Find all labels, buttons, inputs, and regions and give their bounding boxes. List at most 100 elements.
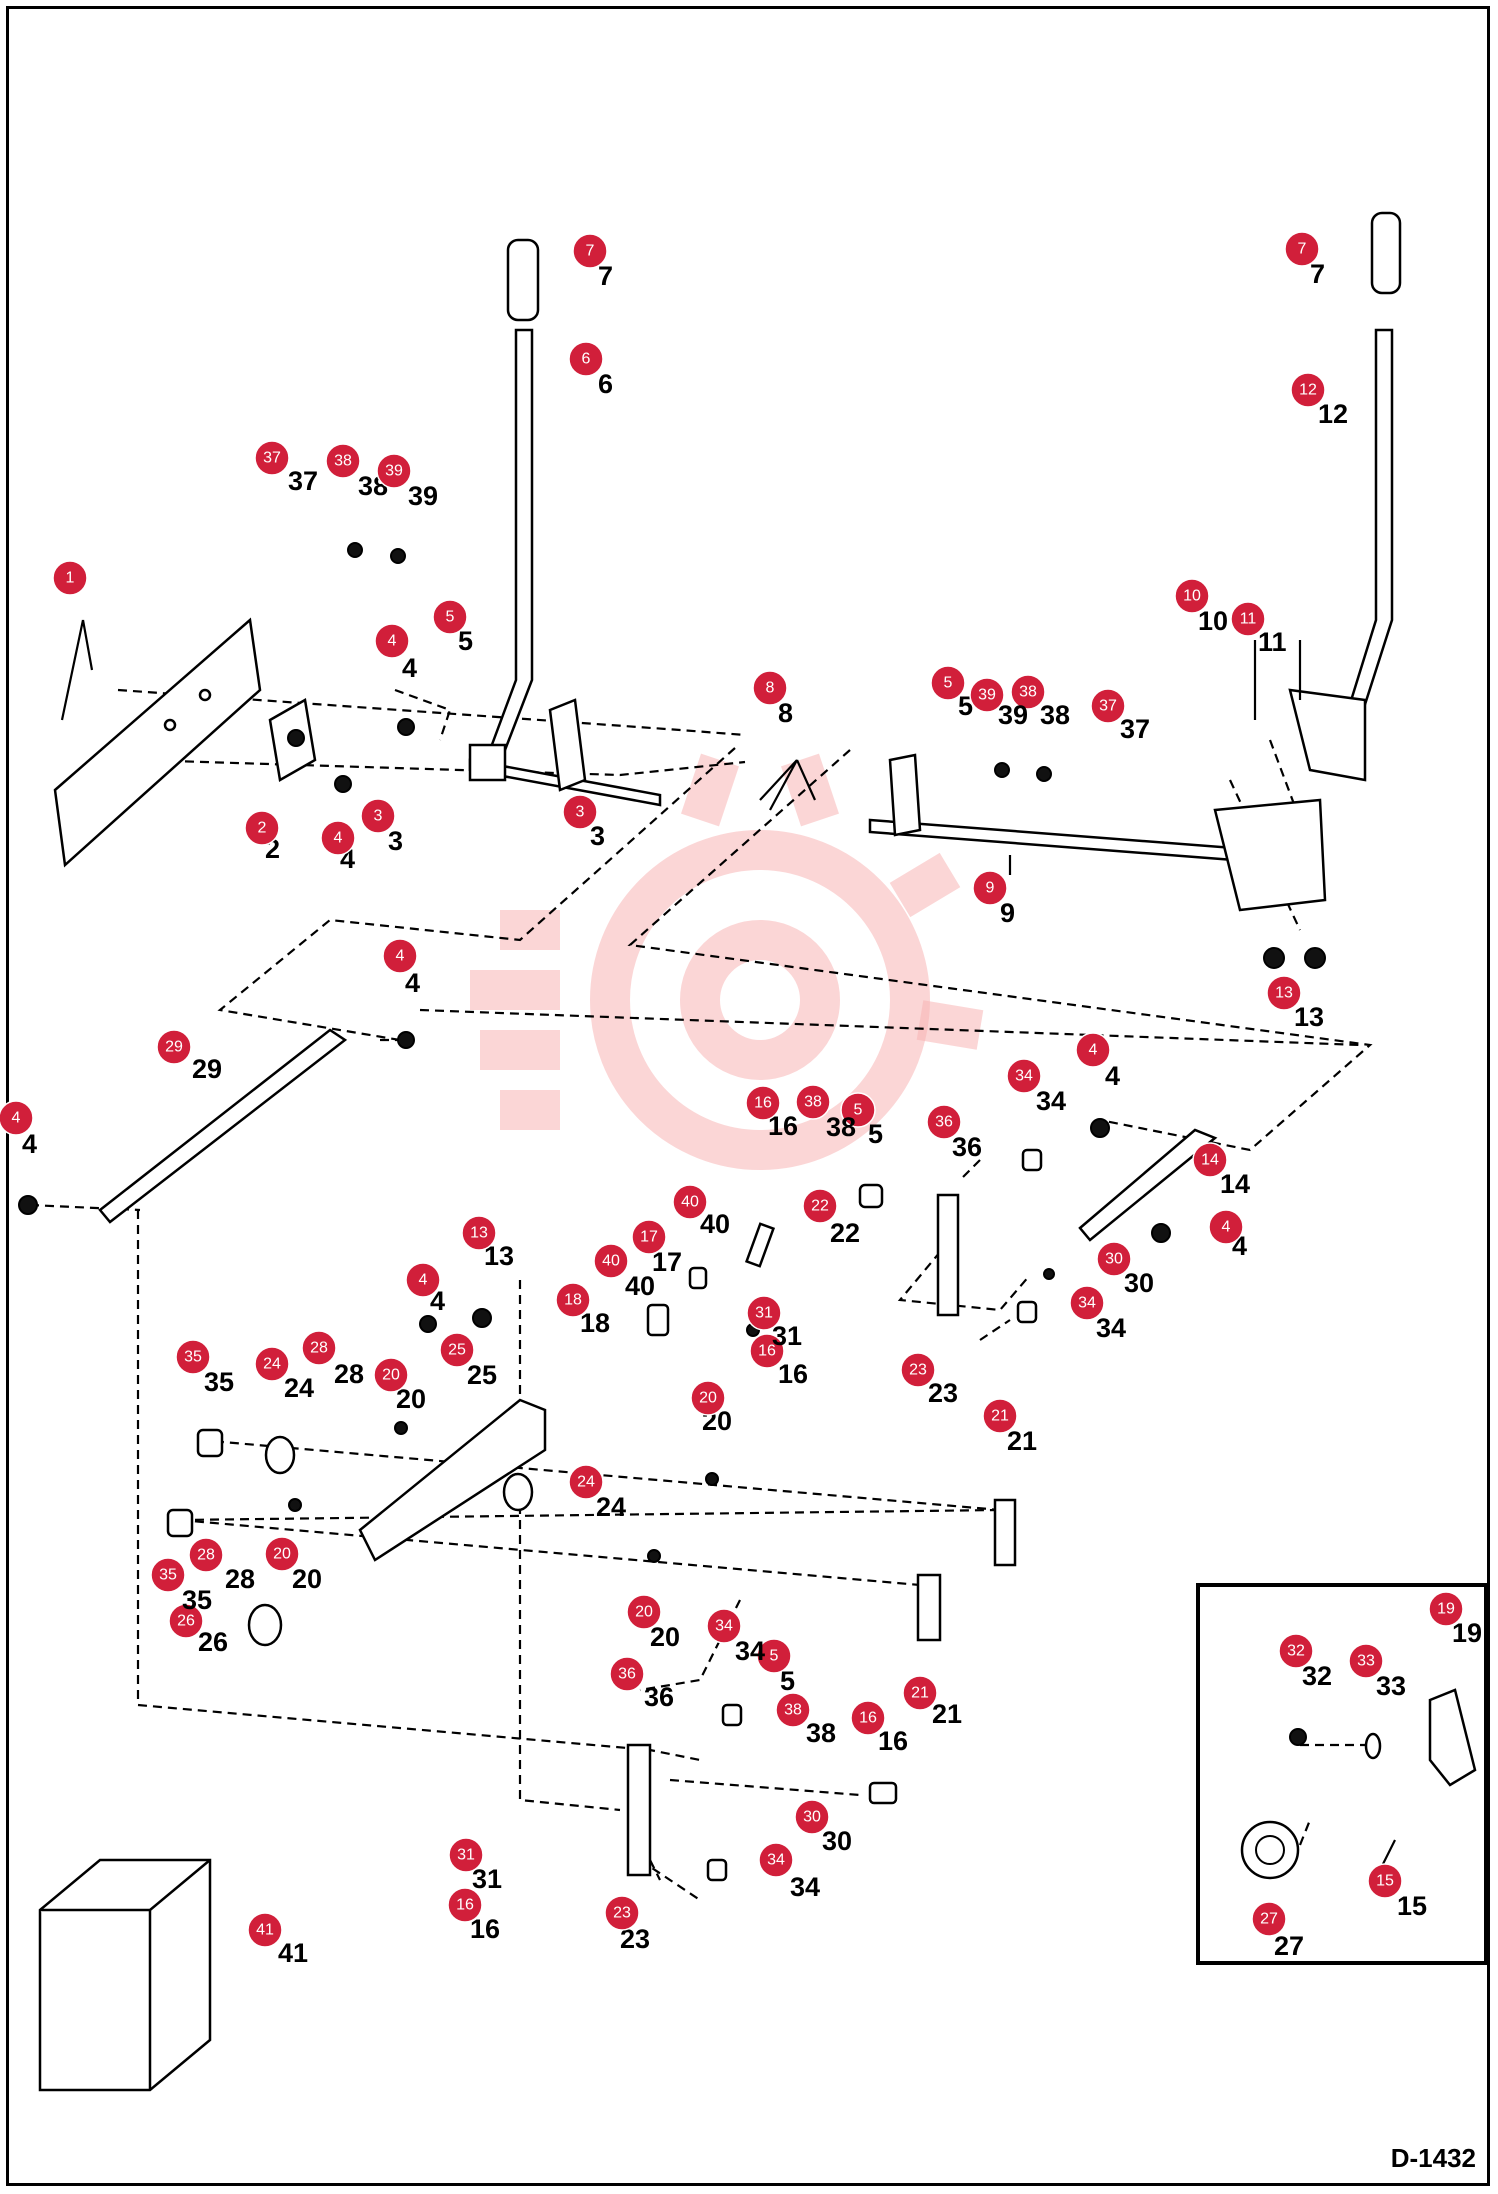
part-badge[interactable]: 38 (325, 443, 361, 479)
part-badge[interactable]: 4 (1208, 1209, 1244, 1245)
callout-9: 99 (972, 870, 1015, 928)
part-badge[interactable]: 38 (1010, 674, 1046, 710)
svg-text:2: 2 (258, 820, 267, 837)
part-badge[interactable]: 7 (572, 233, 608, 269)
part-badge[interactable]: 34 (758, 1842, 794, 1878)
part-badge[interactable]: 40 (672, 1184, 708, 1220)
part-badge[interactable]: 4 (374, 623, 410, 659)
part-badge[interactable]: 4 (0, 1100, 34, 1136)
part-number-label: 30 (1124, 1268, 1154, 1298)
part-badge[interactable]: 16 (850, 1700, 886, 1736)
part-badge[interactable]: 1 (52, 560, 88, 596)
part-badge[interactable]: 20 (373, 1357, 409, 1393)
part-badge[interactable]: 16 (749, 1333, 785, 1369)
part-badge[interactable]: 32 (1278, 1633, 1314, 1669)
part-badge[interactable]: 38 (795, 1084, 831, 1120)
part-badge[interactable]: 21 (982, 1398, 1018, 1434)
part-badge[interactable]: 20 (690, 1380, 726, 1416)
part-badge[interactable]: 4 (382, 938, 418, 974)
part-badge[interactable]: 39 (376, 453, 412, 489)
part-badge[interactable]: 24 (568, 1464, 604, 1500)
part-badge[interactable]: 30 (1096, 1241, 1132, 1277)
part-number-label: 31 (772, 1321, 802, 1351)
part-badge[interactable]: 34 (706, 1608, 742, 1644)
part-badge[interactable]: 11 (1230, 601, 1266, 637)
part-badge[interactable]: 36 (609, 1656, 645, 1692)
watermark-gear (470, 753, 984, 1170)
part-badge[interactable]: 12 (1290, 372, 1326, 408)
part-badge[interactable]: 31 (448, 1837, 484, 1873)
svg-text:4: 4 (12, 1110, 21, 1127)
part-badge[interactable]: 15 (1367, 1863, 1403, 1899)
part-badge[interactable]: 4 (320, 820, 356, 856)
part-badge[interactable]: 14 (1192, 1142, 1228, 1178)
part-badge[interactable]: 38 (775, 1692, 811, 1728)
part-badge[interactable]: 16 (745, 1085, 781, 1121)
part-badge[interactable]: 36 (926, 1104, 962, 1140)
part-badge[interactable]: 30 (794, 1799, 830, 1835)
part-badge[interactable]: 22 (802, 1188, 838, 1224)
part-badge[interactable]: 7 (1284, 231, 1320, 267)
part-badge[interactable]: 29 (156, 1029, 192, 1065)
part-badge[interactable]: 5 (432, 599, 468, 635)
part-badge[interactable]: 39 (969, 677, 1005, 713)
part-badge[interactable]: 13 (461, 1215, 497, 1251)
part-badge[interactable]: 5 (756, 1638, 792, 1674)
part-badge[interactable]: 28 (188, 1537, 224, 1573)
part-badge[interactable]: 33 (1348, 1643, 1384, 1679)
part-badge[interactable]: 2 (244, 810, 280, 846)
part-badge[interactable]: 37 (1090, 688, 1126, 724)
part-badge[interactable]: 4 (1075, 1032, 1111, 1068)
part-badge[interactable]: 5 (840, 1092, 876, 1128)
part-badge[interactable]: 40 (593, 1243, 629, 1279)
svg-text:7: 7 (586, 243, 595, 260)
part-badge[interactable]: 31 (746, 1295, 782, 1331)
part-badge[interactable]: 6 (568, 341, 604, 377)
part-number-label: 39 (998, 700, 1028, 730)
svg-text:15: 15 (1376, 1873, 1394, 1890)
callout-2: 22 (244, 810, 280, 864)
callout-3: 33 (562, 794, 605, 851)
part-badge[interactable]: 20 (264, 1536, 300, 1572)
part-badge[interactable]: 37 (254, 440, 290, 476)
part-badge[interactable]: 34 (1069, 1285, 1105, 1321)
part-badge[interactable]: 20 (626, 1594, 662, 1630)
part-badge[interactable]: 9 (972, 870, 1008, 906)
part-badge[interactable]: 26 (168, 1603, 204, 1639)
part-badge[interactable]: 27 (1251, 1901, 1287, 1937)
part-badge[interactable]: 13 (1266, 975, 1302, 1011)
svg-text:30: 30 (803, 1809, 821, 1826)
part-badge[interactable]: 19 (1428, 1591, 1464, 1627)
part-badge[interactable]: 18 (555, 1282, 591, 1318)
part-badge[interactable]: 10 (1174, 578, 1210, 614)
svg-text:8: 8 (766, 680, 775, 697)
part-badge[interactable]: 21 (902, 1675, 938, 1711)
part-badge[interactable]: 25 (439, 1332, 475, 1368)
part-badge[interactable]: 8 (752, 670, 788, 706)
part-badge[interactable]: 3 (360, 798, 396, 834)
part-badge[interactable]: 23 (604, 1895, 640, 1931)
svg-text:5: 5 (854, 1102, 863, 1119)
part-badge[interactable]: 3 (562, 794, 598, 830)
svg-text:16: 16 (754, 1095, 772, 1112)
part-badge[interactable]: 41 (247, 1912, 283, 1948)
part-badge[interactable]: 35 (150, 1557, 186, 1593)
part-badge[interactable]: 5 (930, 665, 966, 701)
part-badge[interactable]: 4 (405, 1262, 441, 1298)
part-badge[interactable]: 34 (1006, 1058, 1042, 1094)
svg-text:20: 20 (699, 1390, 717, 1407)
part-badge[interactable]: 17 (631, 1219, 667, 1255)
part-badge[interactable]: 35 (175, 1339, 211, 1375)
part-badge[interactable]: 23 (900, 1352, 936, 1388)
svg-text:20: 20 (635, 1604, 653, 1621)
part-badge[interactable]: 28 (301, 1330, 337, 1366)
part-badge[interactable]: 16 (447, 1887, 483, 1923)
svg-text:23: 23 (909, 1362, 927, 1379)
part-badge[interactable]: 24 (254, 1346, 290, 1382)
